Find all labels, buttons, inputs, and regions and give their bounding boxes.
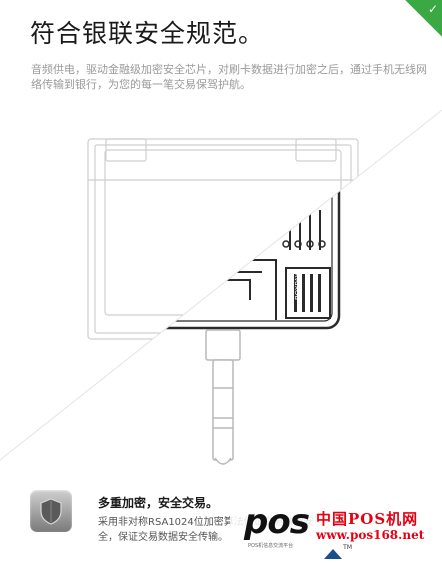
audio-jack [205, 329, 241, 465]
house-icon [324, 549, 342, 559]
trademark-text: TM [343, 544, 352, 551]
page-title: 符合银联安全规范。 [30, 19, 265, 48]
watermark-site-name: 中国POS机网 [316, 510, 419, 528]
watermark-logo: pos [244, 502, 310, 542]
watermark-url: www.pos168.net [316, 528, 425, 542]
page-description: 音频供电，驱动金融级加密安全芯片，对刷卡数据进行加密之后，通过手机无线网络传输到… [31, 63, 427, 91]
feature-title: 多重加密，安全交易。 [98, 496, 219, 510]
trademark-mark: TM [322, 544, 352, 559]
site-watermark: pos POS机信息交流平台 中国POS机网 www.pos168.net [230, 500, 442, 558]
cutaway-line [0, 109, 442, 461]
check-icon: ✓ [427, 2, 438, 16]
brand-chip-label: BOXPAY [294, 272, 302, 300]
feature-description: 采用非对称RSA1024位加密算法保证交易数据安全，保证交易数据安全传输。 [98, 517, 314, 543]
chip-label: SLA500 P1200 ROM [142, 210, 182, 215]
shield-icon [30, 490, 72, 532]
circuit-board: SLA500 P1200 ROM BOXPAY [101, 151, 341, 330]
card-reader-illustration: SLA500 P1200 ROM BOXPAY [0, 109, 442, 465]
watermark-tagline: POS机信息交流平台 [248, 543, 294, 549]
